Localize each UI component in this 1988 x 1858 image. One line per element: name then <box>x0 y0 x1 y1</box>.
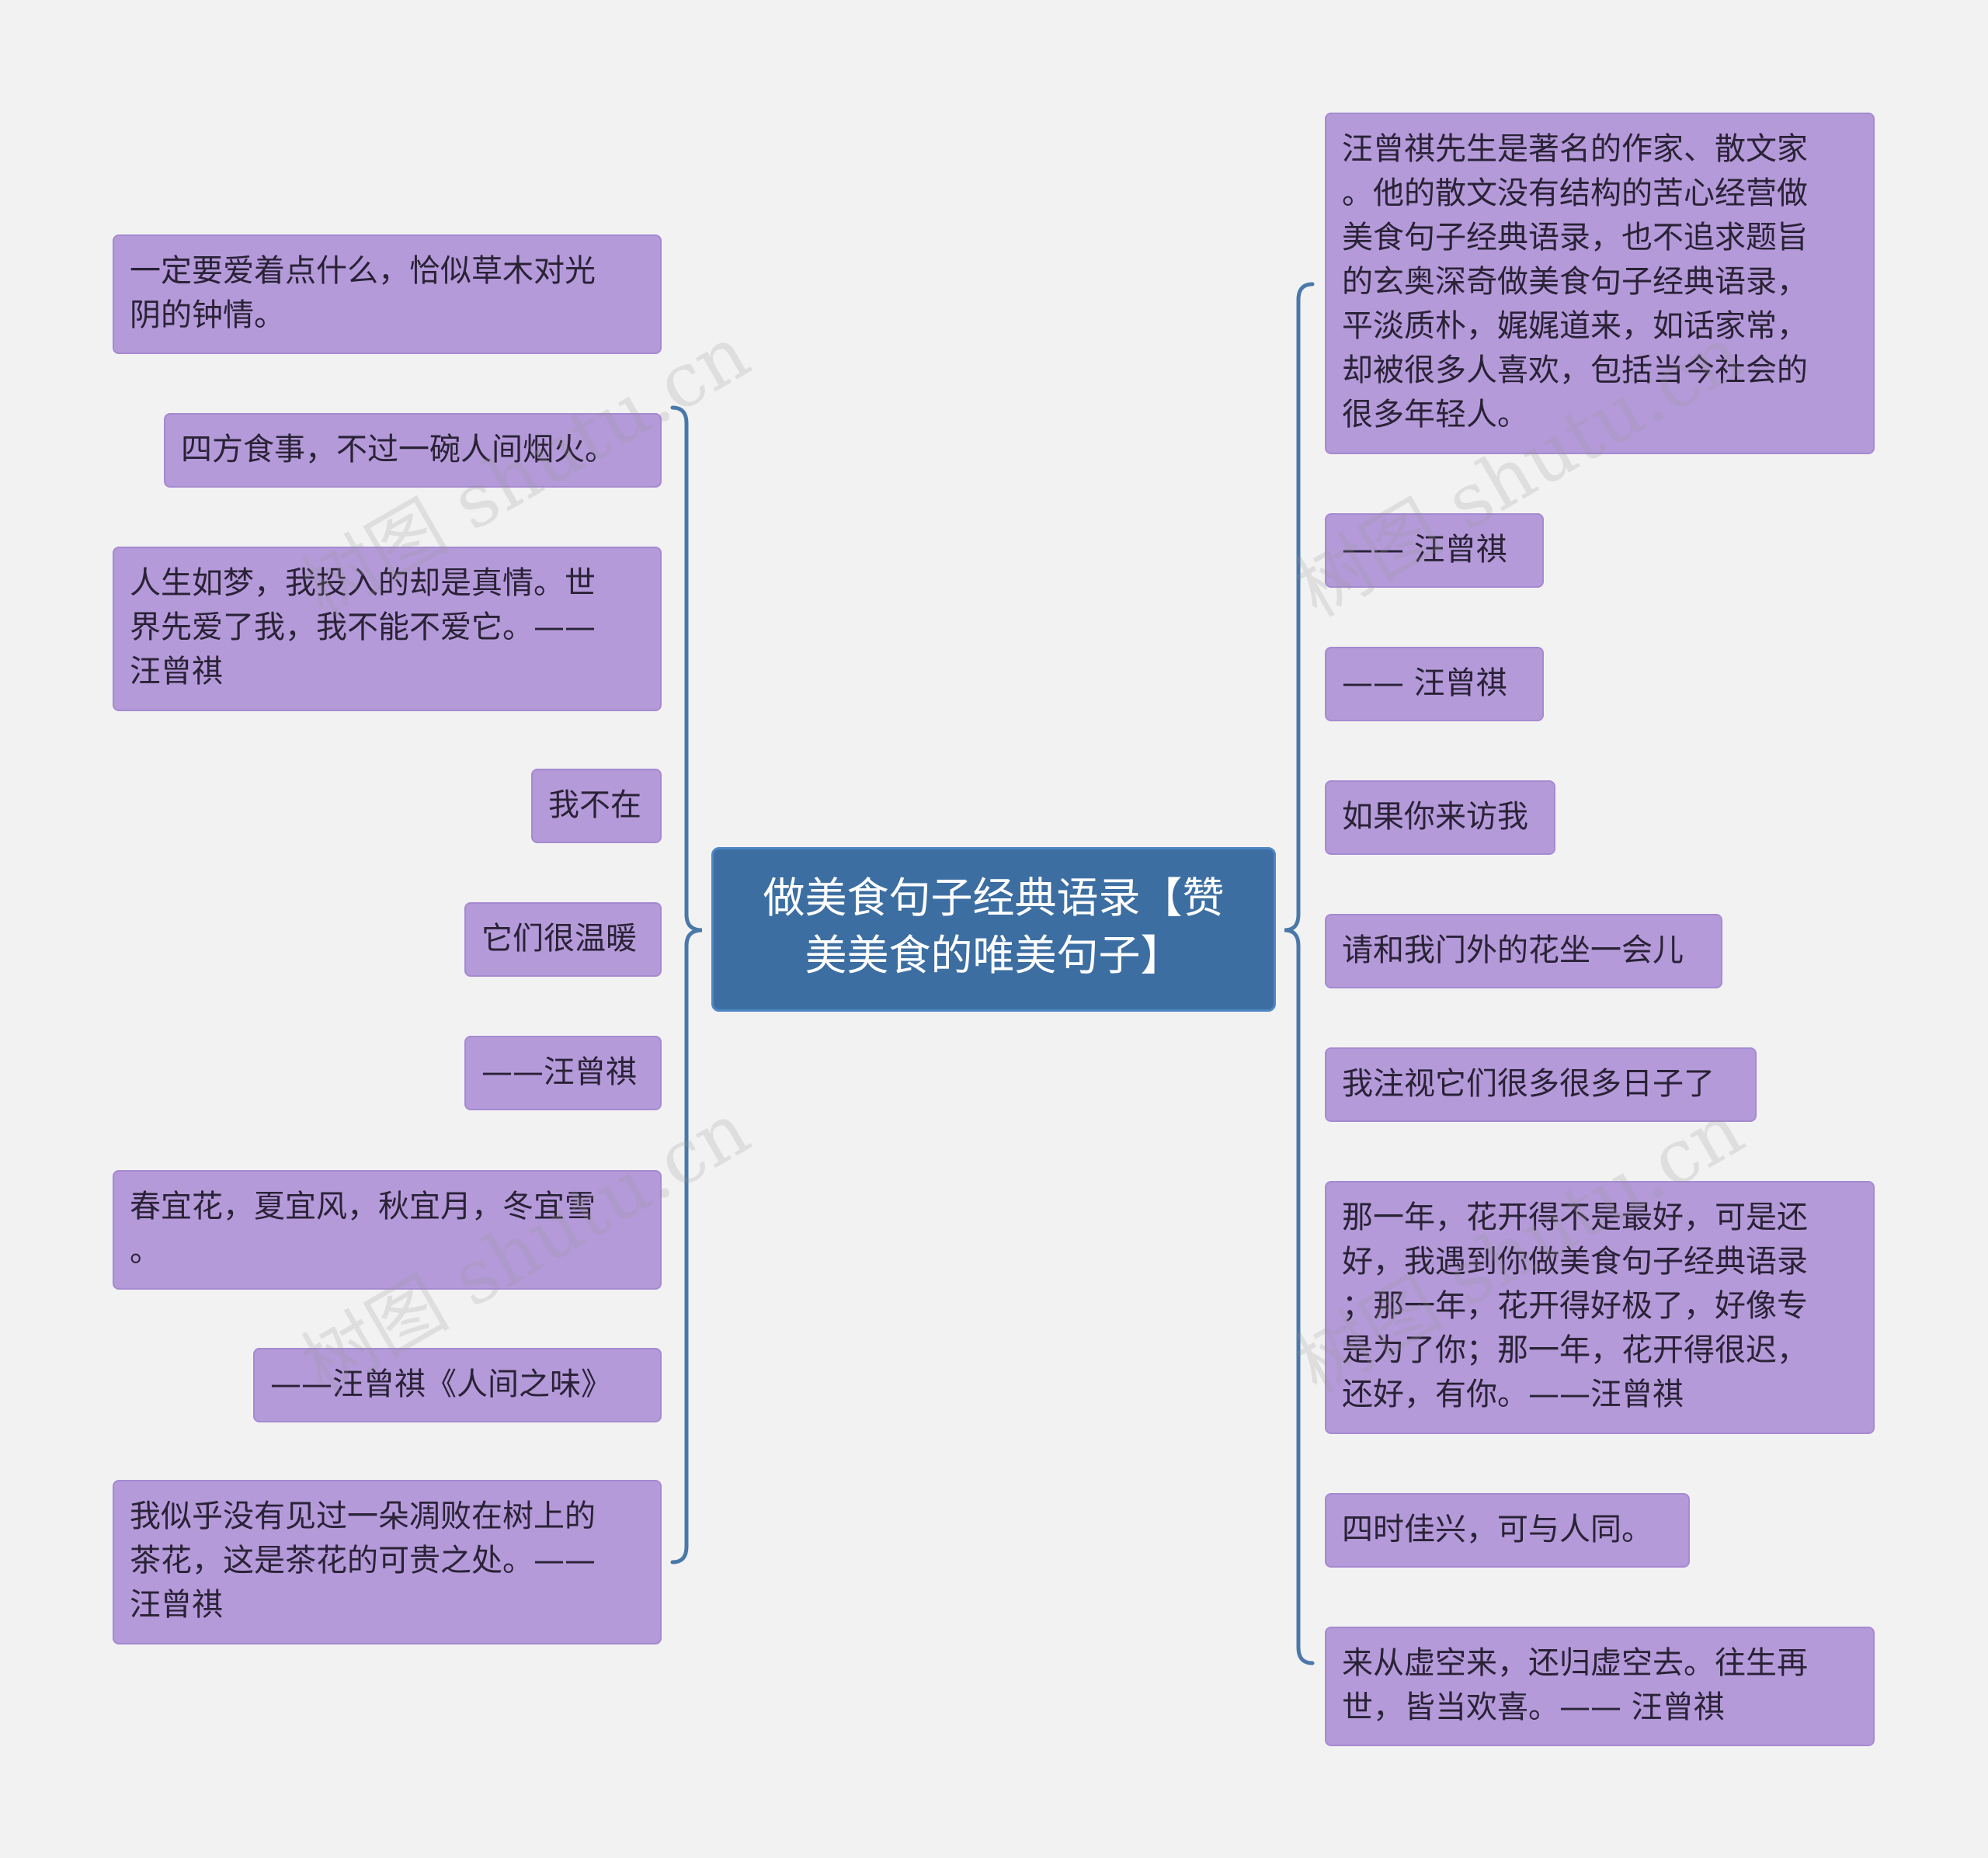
right-node-2[interactable]: —— 汪曾祺 <box>1325 513 1544 588</box>
right-node-8[interactable]: 四时佳兴，可与人同。 <box>1325 1493 1690 1568</box>
right-node-9[interactable]: 来从虚空来，还归虚空去。往生再 世，皆当欢喜。—— 汪曾祺 <box>1325 1627 1875 1746</box>
right-bracket <box>1284 282 1315 1665</box>
left-node-7[interactable]: 春宜花，夏宜风，秋宜月，冬宜雪 。 <box>113 1170 662 1290</box>
left-node-6[interactable]: ——汪曾祺 <box>464 1036 662 1110</box>
right-node-3[interactable]: —— 汪曾祺 <box>1325 647 1544 721</box>
left-node-4[interactable]: 我不在 <box>531 769 662 843</box>
right-node-4[interactable]: 如果你来访我 <box>1325 780 1555 855</box>
right-node-7[interactable]: 那一年，花开得不是最好，可是还 好，我遇到你做美食句子经典语录 ；那一年，花开得… <box>1325 1181 1875 1434</box>
left-node-9[interactable]: 我似乎没有见过一朵凋败在树上的 茶花，这是茶花的可贵之处。—— 汪曾祺 <box>113 1480 662 1644</box>
left-node-5[interactable]: 它们很温暖 <box>464 902 662 977</box>
right-node-5[interactable]: 请和我门外的花坐一会儿 <box>1325 914 1722 988</box>
right-node-1[interactable]: 汪曾祺先生是著名的作家、散文家 。他的散文没有结构的苦心经营做 美食句子经典语录… <box>1325 113 1875 454</box>
root-topic[interactable]: 做美食句子经典语录【赞 美美食的唯美句子】 <box>711 847 1276 1012</box>
left-node-3[interactable]: 人生如梦，我投入的却是真情。世 界先爱了我，我不能不爱它。—— 汪曾祺 <box>113 547 662 711</box>
left-node-8[interactable]: ——汪曾祺《人间之味》 <box>253 1348 662 1422</box>
right-node-6[interactable]: 我注视它们很多很多日子了 <box>1325 1047 1757 1122</box>
left-bracket <box>670 405 703 1565</box>
left-node-2[interactable]: 四方食事，不过一碗人间烟火。 <box>164 413 662 488</box>
left-node-1[interactable]: 一定要爱着点什么，恰似草木对光 阴的钟情。 <box>113 234 662 354</box>
